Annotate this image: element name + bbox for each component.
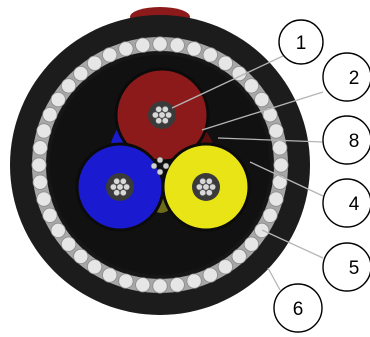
callout-label-2: 2 bbox=[349, 68, 360, 89]
armour-wire bbox=[272, 140, 288, 156]
armour-wire bbox=[152, 278, 168, 294]
conductor-strand bbox=[199, 189, 207, 197]
armour-wire bbox=[169, 277, 185, 293]
conductor-yellow bbox=[192, 173, 220, 201]
armour-wire bbox=[272, 174, 288, 190]
conductor-strand bbox=[209, 183, 216, 191]
armour-wire bbox=[217, 55, 233, 71]
armour-wire bbox=[217, 259, 233, 275]
leader-line-5 bbox=[261, 229, 324, 259]
conductor-strand bbox=[161, 105, 169, 113]
armour-wire bbox=[118, 273, 134, 289]
callout-label-8: 8 bbox=[349, 131, 360, 152]
callout-1: 1 bbox=[278, 19, 324, 65]
armour-wire bbox=[102, 267, 118, 283]
armour-wire bbox=[73, 248, 89, 264]
callout-label-6: 6 bbox=[293, 299, 304, 320]
conductor-strand bbox=[205, 177, 213, 185]
conductor-strand bbox=[119, 189, 127, 197]
armour-wire bbox=[262, 207, 278, 223]
center-strand bbox=[150, 162, 158, 170]
leader-line-8 bbox=[217, 137, 324, 143]
armour-wire bbox=[32, 140, 48, 156]
armour-wire bbox=[60, 236, 77, 252]
conductor-red bbox=[148, 101, 176, 129]
conductor-strand bbox=[199, 177, 207, 185]
armour-wire bbox=[243, 78, 259, 94]
conductor-strand bbox=[155, 105, 163, 113]
conductor-strand bbox=[123, 183, 130, 191]
armour-wire bbox=[42, 207, 58, 223]
armour-wire bbox=[169, 37, 185, 53]
conductor-strand bbox=[161, 117, 169, 125]
armour-wire bbox=[102, 47, 118, 63]
armour-wire bbox=[152, 36, 168, 52]
center-filler-strands bbox=[150, 156, 170, 176]
center-strand bbox=[156, 156, 164, 164]
armour-wire bbox=[273, 157, 289, 173]
callout-label-4: 4 bbox=[349, 194, 360, 215]
armour-wire bbox=[87, 55, 103, 71]
leader-line-4 bbox=[249, 161, 324, 197]
conductor-strand bbox=[110, 183, 117, 191]
callout-5: 5 bbox=[322, 242, 370, 292]
leader-line-6 bbox=[267, 267, 281, 291]
armour-wire bbox=[32, 174, 48, 190]
armour-wire bbox=[254, 222, 270, 238]
conductor-strand bbox=[195, 183, 203, 191]
armour-wire bbox=[202, 47, 218, 63]
conductor-strand bbox=[113, 189, 121, 197]
armour-wire bbox=[186, 41, 202, 57]
armour-wire bbox=[73, 66, 89, 82]
conductor-strand bbox=[158, 111, 166, 119]
armour-wire bbox=[268, 123, 284, 139]
callout-2: 2 bbox=[322, 52, 370, 102]
armour-wire bbox=[42, 107, 58, 123]
armour-wire bbox=[202, 267, 218, 283]
armour-wire bbox=[36, 191, 52, 207]
armour-wire bbox=[231, 248, 247, 264]
callout-4: 4 bbox=[322, 178, 370, 228]
conductor-strand bbox=[116, 183, 124, 191]
armour-wire bbox=[31, 157, 47, 173]
armour-wire bbox=[135, 37, 151, 53]
center-strand bbox=[156, 168, 164, 176]
leader-line-1 bbox=[171, 55, 284, 109]
callout-6: 6 bbox=[273, 283, 323, 333]
center-strand bbox=[162, 162, 170, 170]
armour-wire bbox=[243, 236, 259, 252]
armour-wire bbox=[87, 259, 103, 275]
callout-label-1: 1 bbox=[296, 33, 307, 54]
conductor-strand bbox=[202, 183, 210, 191]
conductor-strand bbox=[119, 177, 127, 185]
leader-lines bbox=[171, 55, 324, 291]
cable-body bbox=[10, 7, 310, 315]
conductor-strand bbox=[165, 111, 172, 119]
leader-line-2 bbox=[201, 91, 324, 131]
armour-wire bbox=[186, 273, 202, 289]
armour-wire bbox=[254, 92, 270, 108]
armour-wire bbox=[262, 107, 278, 123]
callout-8: 8 bbox=[322, 115, 370, 165]
armour-wire bbox=[118, 41, 134, 57]
armour-wire bbox=[50, 92, 66, 108]
armour-wire bbox=[60, 78, 77, 94]
armour-wire bbox=[50, 222, 66, 238]
callout-label-5: 5 bbox=[349, 258, 360, 279]
armour-wires bbox=[31, 36, 289, 294]
armour-wire bbox=[268, 191, 284, 207]
conductor-blue bbox=[106, 173, 134, 201]
conductor-strand bbox=[155, 117, 163, 125]
armour-wire bbox=[135, 277, 151, 293]
conductor-strand bbox=[205, 189, 213, 197]
armour-wire bbox=[36, 123, 52, 139]
conductor-strand bbox=[113, 177, 121, 185]
conductor-strand bbox=[151, 111, 159, 119]
